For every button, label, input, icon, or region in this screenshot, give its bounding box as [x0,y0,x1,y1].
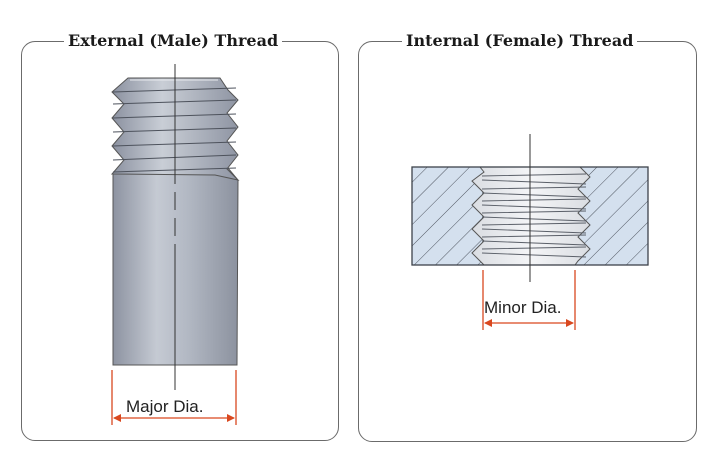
external-thread-title: External (Male) Thread [64,29,283,53]
minor-diameter-dimension [482,270,576,330]
major-dia-label: Major Dia. [126,397,204,417]
minor-dia-label: Minor Dia. [484,298,562,318]
internal-thread-lines [481,173,587,258]
external-bolt [110,64,240,390]
internal-nut-block [411,134,649,282]
internal-thread-title: Internal (Female) Thread [402,29,638,53]
major-diameter-dimension [111,370,237,425]
